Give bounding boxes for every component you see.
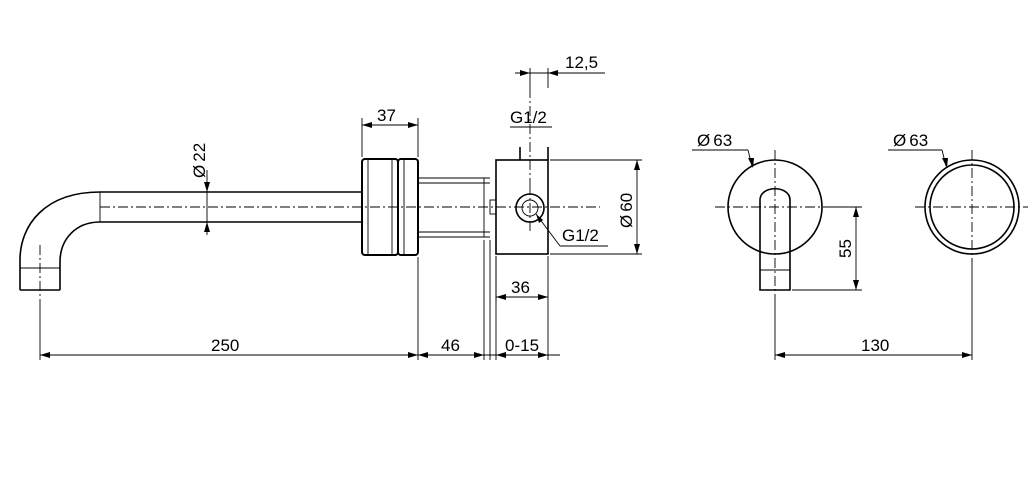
spout-inner-outline [59,221,362,290]
dim-label-37: 37 [377,106,396,125]
thread-label-side: G1/2 [562,226,599,245]
dim-label-46: 46 [441,336,460,355]
dim-label-d22: Ø22 [190,143,209,178]
side-view [19,147,600,300]
collar-disc-2 [397,158,419,256]
dim-label-36: 36 [511,278,530,297]
dim-collar-width: 37 [361,106,419,157]
dim-chain-bottom: 250 46 0-15 [39,240,560,360]
dim-label-d60: Ø60 [617,193,636,228]
dim-label-130: 130 [861,336,889,355]
dim-spout-drop: 55 [792,206,862,291]
dim-label-12-5: 12,5 [565,53,598,72]
dim-label-250: 250 [211,336,239,355]
dim-valve-diameter: Ø60 [550,159,642,255]
dim-label-0-15: 0-15 [505,336,539,355]
front-view-rosette [915,150,1028,262]
dim-spout-diameter: Ø22 [190,143,210,235]
valve-body [495,159,549,255]
thread-callout-side: G1/2 [535,213,608,247]
spout-outline [19,191,362,290]
dim-center-distance: 130 [774,260,973,360]
dim-valve-depth: 36 [495,256,549,302]
thread-callout-top: G1/2 [510,108,552,128]
front-view-spout [715,150,835,300]
spout-front-outline [759,187,791,291]
thread-label-top: G1/2 [510,108,547,127]
dim-label-55: 55 [836,239,855,258]
dim-12-5: 12,5 [515,53,605,185]
